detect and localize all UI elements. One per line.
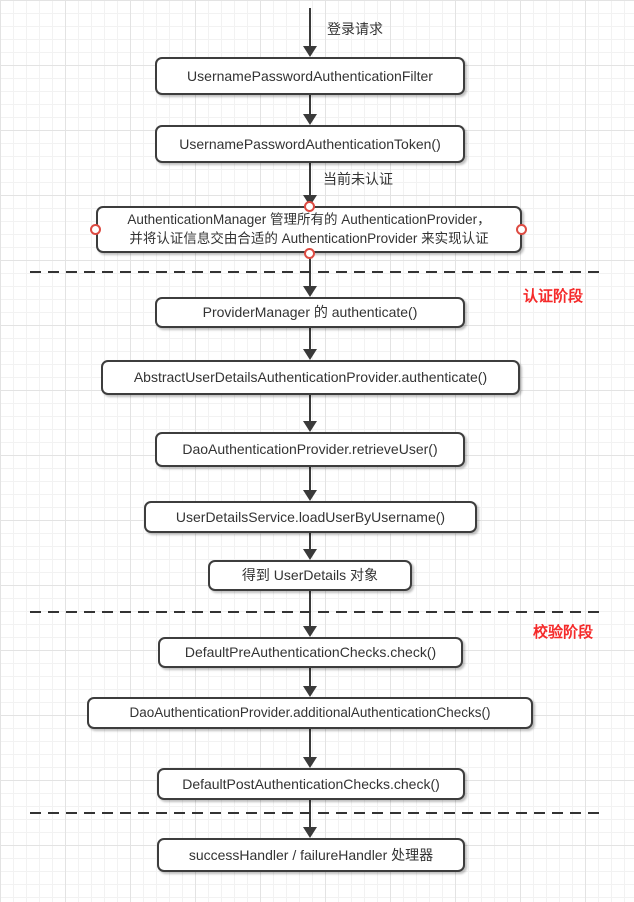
node-default-pre-authentication-checks[interactable]: DefaultPreAuthenticationChecks.check(): [158, 637, 463, 668]
node-user-details-result[interactable]: 得到 UserDetails 对象: [208, 560, 412, 591]
edge-label-login-request[interactable]: 登录请求: [327, 21, 383, 37]
flow-arrow[interactable]: [303, 95, 317, 125]
phase-label-auth[interactable]: 认证阶段: [523, 288, 584, 305]
connection-point-bottom[interactable]: [304, 248, 315, 259]
node-label: 得到 UserDetails 对象: [241, 567, 379, 584]
node-abstract-user-details-authentication-provider[interactable]: AbstractUserDetailsAuthenticationProvide…: [101, 360, 520, 395]
flow-arrow[interactable]: [303, 467, 317, 501]
flow-arrow[interactable]: [303, 328, 317, 360]
node-label: DefaultPostAuthenticationChecks.check(): [182, 775, 440, 792]
phase-divider-check[interactable]: [30, 611, 602, 613]
node-username-password-authentication-token[interactable]: UsernamePasswordAuthenticationToken(): [155, 125, 465, 163]
node-provider-manager-authenticate[interactable]: ProviderManager 的 authenticate(): [155, 297, 465, 328]
flow-arrow[interactable]: [303, 591, 317, 637]
node-label: ProviderManager 的 authenticate(): [202, 304, 418, 321]
edge-label-unauthenticated[interactable]: 当前未认证: [323, 171, 393, 187]
node-default-post-authentication-checks[interactable]: DefaultPostAuthenticationChecks.check(): [157, 768, 465, 800]
node-success-failure-handler[interactable]: successHandler / failureHandler 处理器: [157, 838, 465, 872]
node-user-details-service-load-user[interactable]: UserDetailsService.loadUserByUsername(): [144, 501, 477, 533]
node-label: UsernamePasswordAuthenticationFilter: [187, 67, 433, 84]
node-label: UsernamePasswordAuthenticationToken(): [179, 135, 441, 152]
node-label: DefaultPreAuthenticationChecks.check(): [184, 644, 437, 661]
node-label: UserDetailsService.loadUserByUsername(): [175, 508, 446, 525]
node-label: DaoAuthenticationProvider.retrieveUser(): [182, 441, 438, 458]
node-authentication-manager[interactable]: AuthenticationManager 管理所有的 Authenticati…: [96, 206, 522, 253]
flow-arrow[interactable]: [303, 253, 317, 297]
flow-arrow-start[interactable]: [303, 8, 317, 57]
node-username-password-authentication-filter[interactable]: UsernamePasswordAuthenticationFilter: [155, 57, 465, 95]
flow-arrow[interactable]: [303, 729, 317, 768]
connection-point-top[interactable]: [304, 201, 315, 212]
phase-divider-auth[interactable]: [30, 271, 602, 273]
flow-arrow[interactable]: [303, 533, 317, 560]
node-dao-authentication-provider-retrieve-user[interactable]: DaoAuthenticationProvider.retrieveUser(): [155, 432, 465, 467]
phase-label-check[interactable]: 校验阶段: [533, 624, 594, 641]
flow-arrow[interactable]: [303, 395, 317, 432]
node-label-line1: AuthenticationManager 管理所有的 Authenticati…: [127, 212, 491, 228]
flow-arrow[interactable]: [303, 163, 317, 206]
node-label: successHandler / failureHandler 处理器: [188, 846, 434, 863]
connection-point-right[interactable]: [516, 224, 527, 235]
node-label: DaoAuthenticationProvider.additionalAuth…: [129, 704, 491, 720]
flow-arrow[interactable]: [303, 800, 317, 838]
node-additional-authentication-checks[interactable]: DaoAuthenticationProvider.additionalAuth…: [87, 697, 533, 729]
phase-divider-end[interactable]: [30, 812, 602, 814]
node-label: AbstractUserDetailsAuthenticationProvide…: [133, 369, 488, 386]
node-label-line2: 并将认证信息交由合适的 AuthenticationProvider 来实现认证: [129, 230, 489, 246]
flow-arrow[interactable]: [303, 668, 317, 697]
connection-point-left[interactable]: [90, 224, 101, 235]
